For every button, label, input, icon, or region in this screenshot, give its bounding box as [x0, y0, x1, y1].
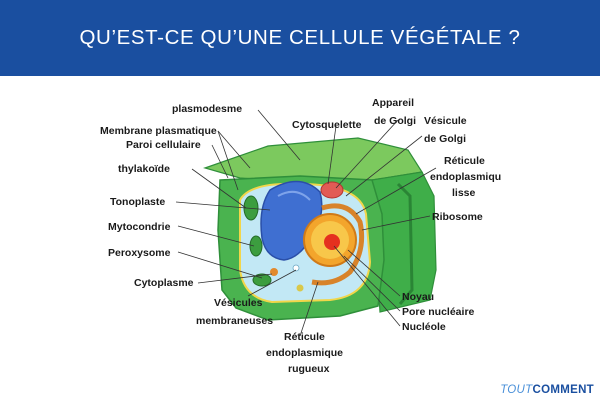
label-tonoplaste: Tonoplaste: [110, 196, 165, 208]
vesicle: [292, 264, 300, 272]
label-reticule-rugueux-line1: Réticule: [284, 331, 325, 343]
cell-wall-right-groove: [396, 182, 414, 305]
label-appareil-golgi-line2: de Golgi: [374, 115, 416, 127]
brand-logo-part1: TOUT: [500, 384, 533, 396]
label-peroxysome: Peroxysome: [108, 247, 171, 259]
label-vesicule-golgi-line2: de Golgi: [424, 133, 466, 145]
label-membrane-plasmatique: Membrane plasmatique: [100, 125, 217, 137]
leader-lines: [175, 109, 437, 337]
header-banner: QU’EST-CE QU’UNE CELLULE VÉGÉTALE ?: [0, 0, 600, 76]
label-noyau: Noyau: [402, 291, 434, 303]
page-title: QU’EST-CE QU’UNE CELLULE VÉGÉTALE ?: [79, 26, 521, 49]
label-appareil-golgi-line1: Appareil: [372, 97, 414, 109]
brand-logo: TOUTCOMMENT: [500, 384, 594, 396]
label-ribosome: Ribosome: [432, 211, 483, 223]
brand-logo-part2: COMMENT: [532, 384, 594, 396]
label-cytoplasme: Cytoplasme: [134, 277, 194, 289]
label-cytosquelette: Cytosquelette: [292, 119, 362, 131]
label-plasmodesme: plasmodesme: [172, 103, 242, 115]
tonoplast-highlight: [277, 190, 311, 201]
label-thylakoide: thylakoïde: [118, 163, 170, 175]
label-mytocondrie: Mytocondrie: [108, 221, 171, 233]
label-pore-nucleaire: Pore nucléaire: [402, 306, 475, 318]
label-reticule-lisse-line1: Réticule: [444, 155, 485, 167]
cell-wall-top-face: [203, 137, 423, 183]
label-vesicules-line1: Vésicules: [214, 297, 263, 309]
chloroplast: [249, 235, 263, 257]
label-vesicules-line2: membraneuses: [196, 315, 273, 327]
label-reticule-lisse-line3: lisse: [452, 187, 476, 199]
peroxisome: [296, 284, 304, 292]
label-vesicule-golgi-line1: Vésicule: [424, 115, 467, 127]
nucleolus: [324, 234, 340, 250]
label-nucleole: Nucléole: [402, 321, 446, 333]
mitochondrion: [270, 268, 278, 276]
rough-er: [311, 203, 365, 286]
label-paroi-cellulaire: Paroi cellulaire: [126, 139, 201, 151]
label-reticule-lisse-line2: endoplasmiqu: [430, 171, 501, 183]
label-reticule-rugueux-line2: endoplasmique: [266, 347, 343, 359]
label-reticule-rugueux-line3: rugueux: [288, 363, 330, 375]
